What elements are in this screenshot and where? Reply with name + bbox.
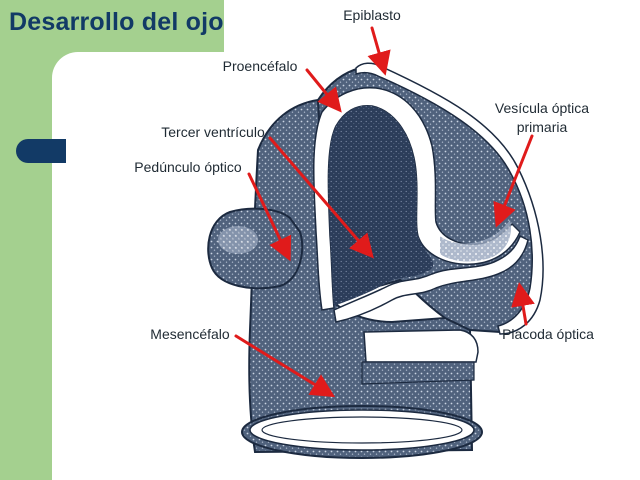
mid-white-step [361, 361, 475, 385]
optic-placode-layer [363, 329, 479, 363]
arrow-tercer-ventriculo [268, 136, 374, 259]
title-band [0, 0, 224, 52]
label-vesicula-line2: primaria [516, 119, 568, 135]
arrow-placoda [511, 282, 535, 326]
arrow-mesencefalo [234, 334, 336, 398]
label-epiblasto: Epiblasto [343, 7, 401, 23]
label-tercer-ventriculo: Tercer ventrículo [161, 124, 265, 140]
label-pedunculo: Pedúnculo óptico [134, 159, 242, 175]
label-mesencefalo: Mesencéfalo [150, 326, 230, 342]
decorative-pill [16, 139, 66, 163]
slide-title: Desarrollo del ojo [9, 8, 224, 36]
label-proencefalo: Proencéfalo [222, 58, 298, 74]
label-placoda: Placoda óptica [502, 326, 594, 342]
decorative-notch [52, 163, 56, 171]
arrow-pedunculo [247, 172, 292, 262]
optic-vesicle-wall [333, 234, 529, 323]
label-vesicula-line1: Vesícula óptica [494, 100, 590, 116]
neural-tube-opening-inner [261, 416, 463, 444]
arrow-vesicula [493, 134, 534, 228]
optic-vesicle-interior [440, 220, 512, 262]
annotation-arrows [234, 26, 535, 398]
optic-stalk-highlight [218, 226, 258, 254]
arrow-epiblasto [367, 26, 391, 76]
arrow-proencefalo [305, 68, 342, 113]
